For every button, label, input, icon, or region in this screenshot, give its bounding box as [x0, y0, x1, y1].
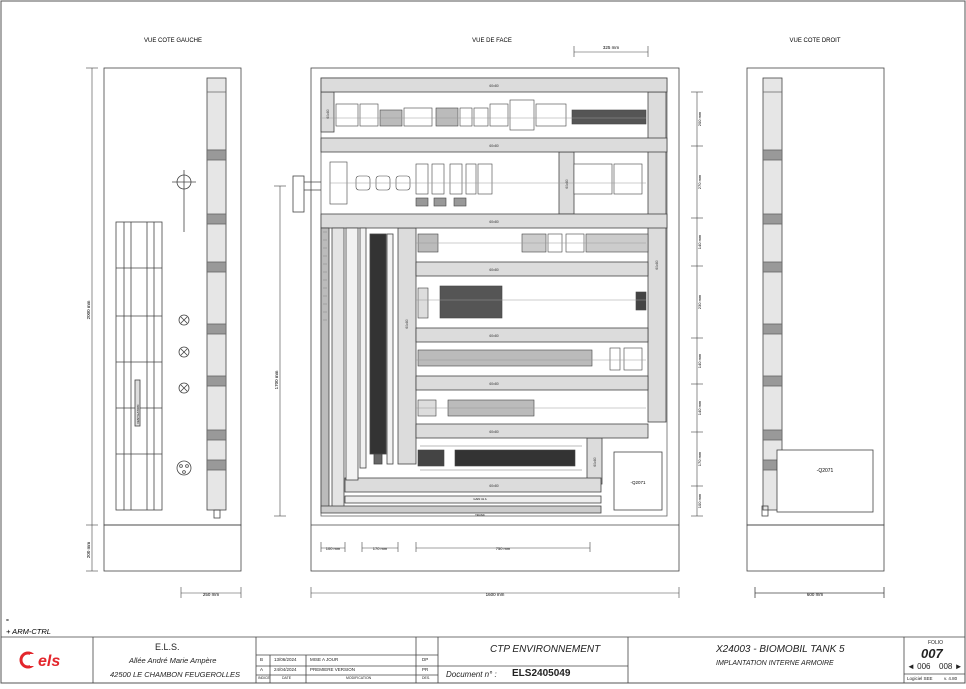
- dim-side-1: 200 mm: [697, 111, 702, 126]
- company-address-1: Allée André Marie Ampère: [129, 656, 217, 665]
- dim-width-front: 1600 mm: [486, 592, 505, 597]
- front-dimensions: [274, 46, 703, 598]
- rev-a-indice: A: [260, 667, 264, 672]
- dim-bottom-1: 100 mm: [326, 546, 341, 551]
- view-title-right: VUE COTE DROIT: [789, 38, 840, 44]
- rail-a-label: GAIN 41 A: [473, 497, 486, 501]
- dim-side-3: 140 mm: [697, 234, 702, 249]
- left-side-view: [103, 67, 242, 572]
- note-location: + ARM-CTRL: [6, 627, 51, 636]
- rev-a-mod: PREMIERE VERSION: [310, 667, 356, 672]
- duct-label-2: 60x80: [489, 144, 498, 148]
- duct-label-6: 60x80: [489, 382, 498, 386]
- duct-label-1: 60x80: [489, 84, 498, 88]
- duct-label-v3: 60x80: [655, 260, 659, 269]
- software-name: Logiciel SEE: [907, 676, 933, 681]
- rev-header-indice: INDICE: [258, 676, 270, 680]
- duct-label-5: 60x80: [489, 334, 498, 338]
- row1-devices: [320, 99, 647, 131]
- title-block: [1, 636, 965, 683]
- dim-side-4: 230 mm: [697, 294, 702, 309]
- right-side-view: [746, 67, 885, 598]
- els-logo: els: [19, 651, 60, 670]
- logo-text: els: [38, 653, 60, 670]
- row5-devices: [416, 347, 646, 371]
- duct-label-v4: 60x80: [405, 319, 409, 328]
- dim-plinth: 200 mm: [86, 542, 91, 559]
- project-title: X24003 - BIOMOBIL TANK 5: [716, 644, 845, 655]
- row6-devices: [416, 399, 646, 417]
- dim-side-6: 140 mm: [697, 400, 702, 415]
- duct-label-v2: 60x80: [565, 179, 569, 188]
- duct-label-8: 60x80: [489, 484, 498, 488]
- ventilation-label: VENTILATION: [136, 405, 140, 424]
- rev-a-date: 24/04/2024: [274, 667, 297, 672]
- rev-header-mod: MODIFICATION: [346, 676, 372, 680]
- dim-side-5: 140 mm: [697, 353, 702, 368]
- rev-header-des: DES.: [422, 676, 431, 680]
- client-name: CTP ENVIRONNEMENT: [490, 644, 601, 655]
- row3-devices: [416, 233, 649, 253]
- front-q2071-label: -Q2071: [630, 480, 646, 485]
- software-version: v. 4.80: [944, 676, 958, 681]
- rev-b-des: DP: [422, 657, 429, 662]
- note-dash: =: [6, 618, 9, 624]
- rev-a-des: PR: [422, 667, 429, 672]
- rev-b-mod: MISE A JOUR: [310, 657, 339, 662]
- rev-header-date: DATE: [282, 676, 292, 680]
- rev-b-date: 13/06/2024: [274, 657, 297, 662]
- right-q2071-label: -Q2071: [817, 468, 834, 474]
- duct-label-3: 60x80: [489, 220, 498, 224]
- dim-height-inner: 1700 mm: [274, 370, 279, 389]
- document-number: ELS2405049: [512, 668, 571, 679]
- dim-bottom-2: 170 mm: [373, 546, 388, 551]
- dim-side-2: 270 mm: [697, 174, 702, 189]
- view-title-left: VUE COTE GAUCHE: [144, 38, 202, 44]
- folio-label: FOLIO: [928, 640, 944, 646]
- front-view: [292, 67, 680, 572]
- folio-prev-button[interactable]: ◄ 006: [907, 662, 931, 671]
- dim-top: 325 mm: [603, 45, 620, 50]
- duct-label-4: 60x80: [489, 268, 498, 272]
- folio-number: 007: [921, 646, 943, 661]
- duct-label-7: 60x80: [489, 430, 498, 434]
- row7-devices: [417, 445, 582, 471]
- row4-devices: [416, 285, 647, 319]
- project-subtitle: IMPLANTATION INTERNE ARMOIRE: [716, 660, 834, 667]
- dim-width-left: 250 mm: [203, 592, 220, 597]
- left-dimensions: [86, 67, 242, 598]
- view-title-front: VUE DE FACE: [472, 38, 512, 44]
- document-label: Document n° :: [446, 670, 497, 679]
- rev-b-indice: B: [260, 657, 264, 662]
- duct-label-v1: 60x80: [326, 109, 330, 118]
- duct-label-v5: 60x80: [593, 457, 597, 466]
- row2-devices: [329, 161, 646, 207]
- dim-side-7: 170 mm: [697, 451, 702, 466]
- company-name: E.L.S.: [155, 642, 180, 652]
- dim-height-total: 2000 mm: [86, 300, 91, 319]
- rail-b-label: TRUNK: [475, 513, 485, 517]
- dim-side-8: 100 mm: [697, 493, 702, 508]
- company-address-2: 42500 LE CHAMBON FEUGEROLLES: [110, 670, 241, 679]
- folio-next-button[interactable]: 008 ►: [939, 662, 963, 671]
- dim-width-right: 600 mm: [807, 592, 824, 597]
- dim-bottom-3: 750 mm: [496, 546, 511, 551]
